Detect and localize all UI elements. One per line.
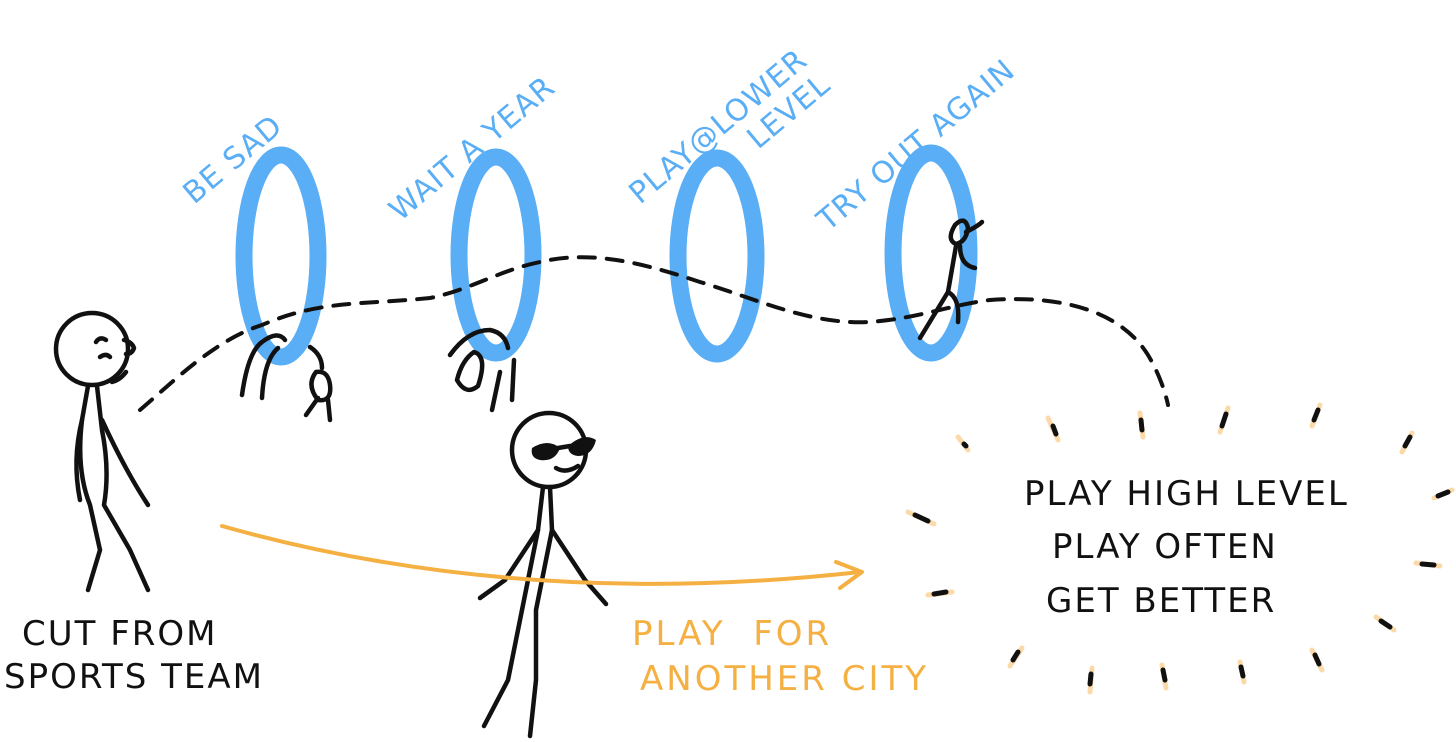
hoop-play-lower-level bbox=[669, 149, 765, 363]
goal-line-3: GET BETTER bbox=[1046, 581, 1276, 621]
hoop-2-figure-parts bbox=[447, 327, 517, 413]
hoops-group bbox=[235, 144, 978, 366]
goal-burst bbox=[905, 402, 1455, 695]
hoop-be-sad bbox=[235, 146, 327, 366]
shortcut-label-line1: PLAY FOR bbox=[632, 614, 832, 654]
goal-line-1: PLAY HIGH LEVEL bbox=[1024, 474, 1349, 514]
hoop-wait-a-year bbox=[450, 148, 542, 362]
sad-stick-figure bbox=[53, 310, 151, 593]
hoop-4-jumping-figure bbox=[917, 218, 985, 341]
start-label-line2: SPORTS TEAM bbox=[4, 657, 264, 697]
cool-stick-figure bbox=[477, 410, 609, 739]
goal-line-2: PLAY OFTEN bbox=[1052, 527, 1278, 567]
shortcut-label-line2: ANOTHER CITY bbox=[640, 659, 929, 699]
start-label-line1: CUT FROM bbox=[22, 614, 217, 654]
hoop-try-out-again bbox=[884, 144, 978, 362]
main-path-dashed bbox=[138, 255, 1170, 412]
hoop-label-try-out-again: TRY OUT AGAIN bbox=[810, 53, 1022, 239]
alt-path-arrow bbox=[220, 524, 864, 590]
hoop-1-figure-parts bbox=[239, 333, 333, 423]
